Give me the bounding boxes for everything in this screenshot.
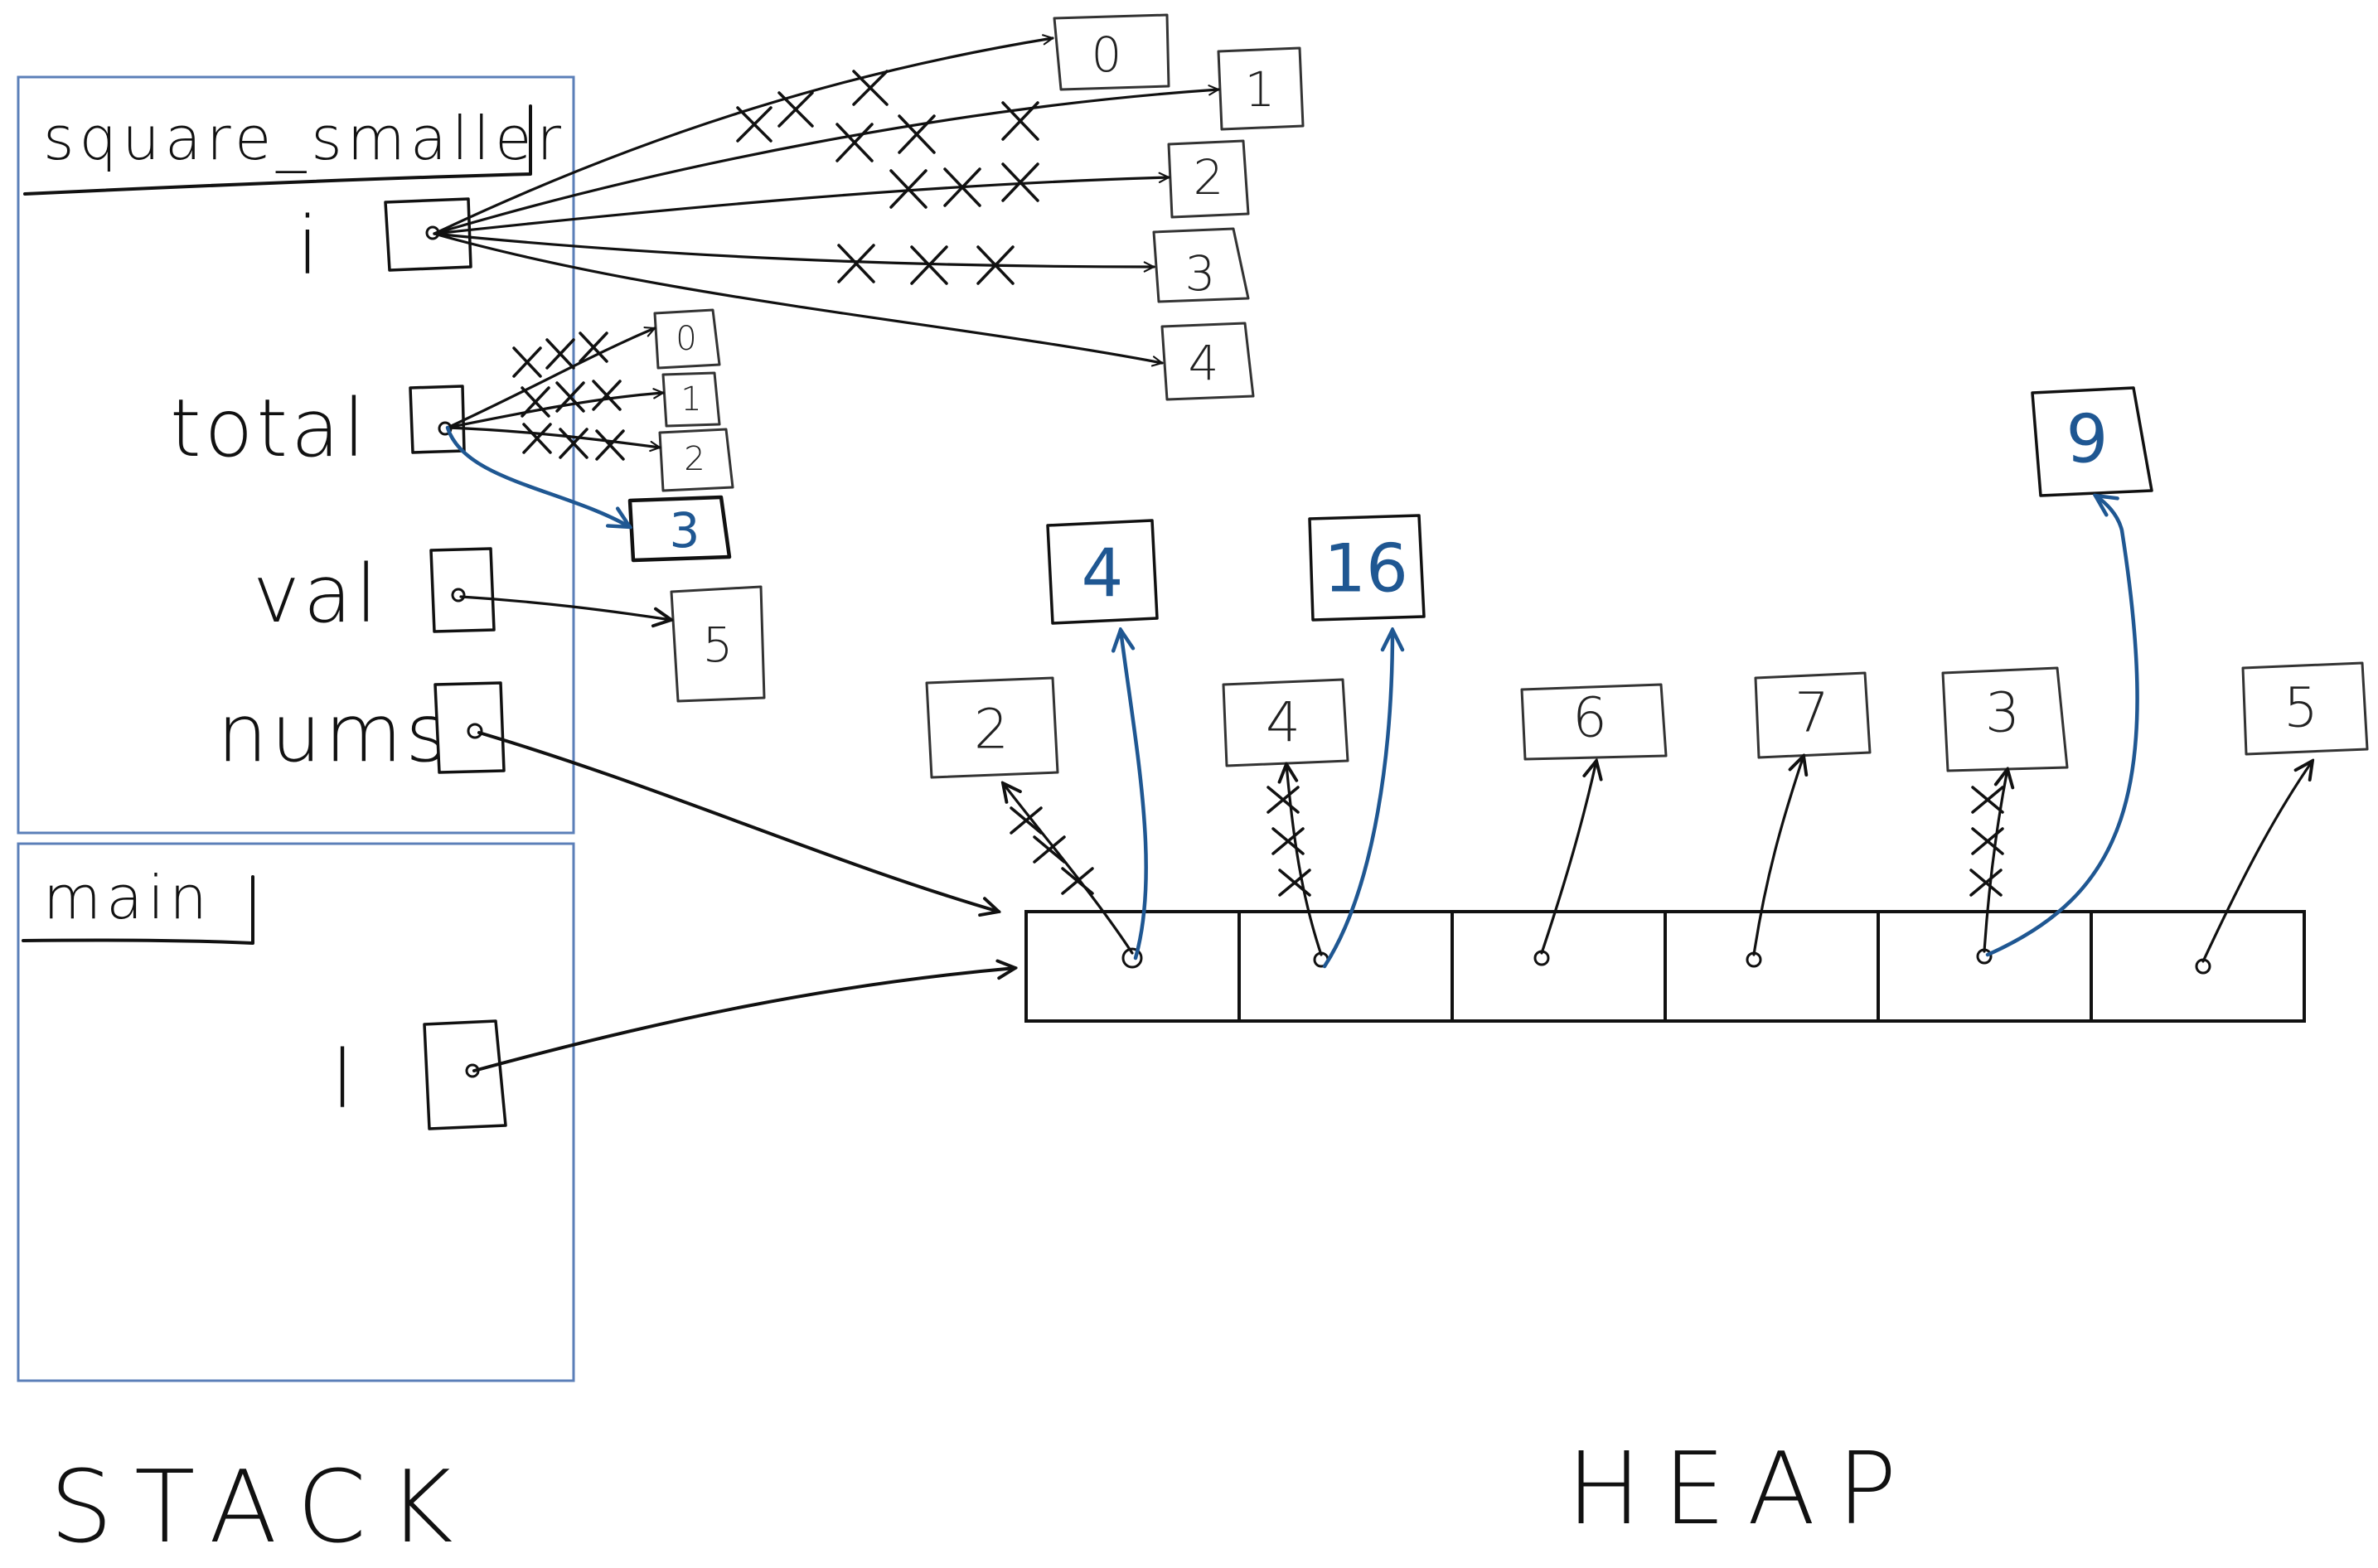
element-box-0: 2 [925,676,1059,779]
value-label: 6 [1572,686,1607,750]
total-arrow-crossouts [512,332,625,461]
value-label: 1 [680,380,701,419]
list-cell-4 [1877,910,2093,1023]
element-arrow-crossouts [1010,786,2004,897]
value-label: 7 [1794,681,1829,745]
i-value-box-4: 4 [1160,322,1255,401]
stack-frame-square-smaller: square_smaller [17,75,575,835]
stack-label: STACK [50,1450,475,1566]
value-label: 0 [1092,27,1122,83]
i-arrows [433,38,1218,363]
heap-list [1024,910,2306,1023]
stack-frame-main: main [17,842,575,1382]
list-cell-3 [1664,910,1880,1023]
value-label: 2 [1194,149,1224,206]
var-slot-val [429,547,496,633]
value-label: 5 [2284,676,2318,740]
val-value-box: 5 [670,585,766,703]
var-label-nums: nums [217,687,450,780]
heap-label: HEAP [1567,1432,1919,1547]
value-label: 1 [1245,61,1276,118]
pointer-dot [467,723,483,739]
i-value-box-1: 1 [1217,46,1305,131]
value-label: 4 [1082,535,1124,612]
pointer-dot [451,588,466,603]
value-label: 4 [1266,691,1300,755]
value-label: 0 [676,320,696,358]
var-label-l: l [332,1033,357,1126]
list-cell-5 [2090,910,2306,1023]
total-value-box-1: 1 [661,371,721,428]
i-arrow-crossouts [736,70,1039,285]
value-label: 2 [974,698,1009,762]
frame-name: square_smaller [43,104,566,173]
value-label: 5 [703,617,734,673]
total-value-box-0: 0 [653,308,721,370]
frame-name: main [43,863,212,932]
var-slot-i [384,197,472,272]
total-value-box-3-current: 3 [627,495,732,563]
element-box-1: 4 [1222,678,1349,767]
value-label: 2 [684,440,705,478]
frame-border [17,842,575,1382]
i-value-box-0: 0 [1053,13,1170,91]
frame-border [17,75,575,835]
i-value-box-2: 2 [1167,139,1250,219]
var-label-total: total [170,382,369,475]
i-value-box-3: 3 [1152,227,1250,303]
frame-name-underline [23,104,532,196]
frame-name-underline [22,875,254,945]
value-label: 16 [1324,530,1408,607]
total-value-box-2: 2 [658,428,734,492]
element-arrows [1003,756,2313,963]
squared-value-box-9: 9 [2031,386,2153,497]
val-arrow [459,595,671,620]
squared-arrows [1121,496,2139,969]
var-slot-l [423,1019,507,1130]
var-label-val: val [253,548,380,641]
nums-arrow [477,731,999,912]
squared-value-box-4: 4 [1046,519,1159,625]
element-box-5: 5 [2241,661,2369,756]
value-label: 3 [1185,245,1216,302]
var-label-i: i [297,200,322,293]
element-box-4: 3 [1941,666,2069,772]
var-slot-nums [433,681,506,774]
element-box-2: 6 [1520,683,1668,761]
l-arrow [472,968,1015,1072]
value-label: 3 [1985,681,2020,745]
list-cell-2 [1451,910,1667,1023]
value-label: 9 [2066,401,2109,478]
squared-value-box-16: 16 [1308,514,1426,622]
value-label: 4 [1189,335,1219,391]
value-label: 3 [670,502,700,559]
element-box-3: 7 [1754,671,1872,759]
